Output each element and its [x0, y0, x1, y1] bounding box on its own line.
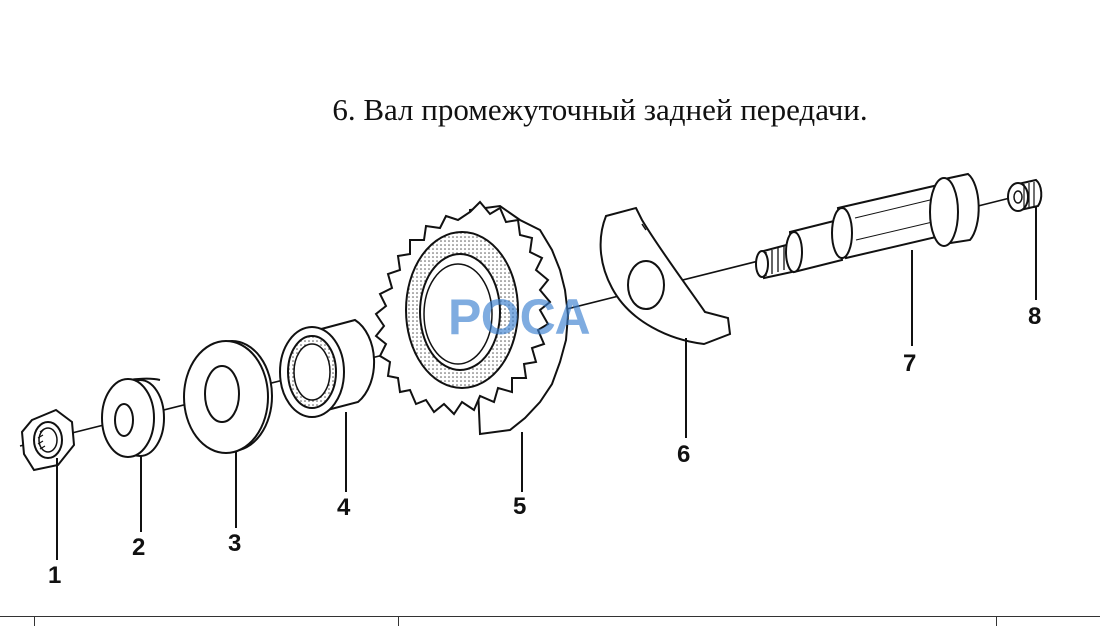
- threaded-plug-icon: [1007, 178, 1043, 212]
- leader-lines: [56, 206, 1037, 560]
- needle-bearing-icon: [279, 318, 376, 418]
- part-label-4: 4: [337, 494, 351, 521]
- table-header-strip: [0, 616, 1100, 626]
- part-label-6: 6: [677, 441, 690, 468]
- diagram-title: 6. Вал промежуточный задней передачи.: [332, 92, 868, 127]
- thick-washer-icon: [101, 377, 165, 458]
- part-label-1: 1: [48, 562, 61, 589]
- part-label-8: 8: [1028, 303, 1041, 330]
- bracket-plate-icon: [599, 206, 732, 346]
- part-label-2: 2: [132, 534, 145, 561]
- gear-icon: [374, 200, 570, 436]
- hex-nut-icon: [20, 408, 76, 472]
- part-label-5: 5: [513, 493, 526, 520]
- exploded-assembly-diagram: 1 2 3 4 5 6 7 8 РОСА: [0, 140, 1100, 610]
- part-label-7: 7: [903, 350, 916, 377]
- watermark-logo: РОСА: [448, 289, 591, 345]
- shaft-icon: [755, 172, 980, 280]
- flat-washer-icon: [183, 340, 273, 454]
- part-label-3: 3: [228, 530, 241, 557]
